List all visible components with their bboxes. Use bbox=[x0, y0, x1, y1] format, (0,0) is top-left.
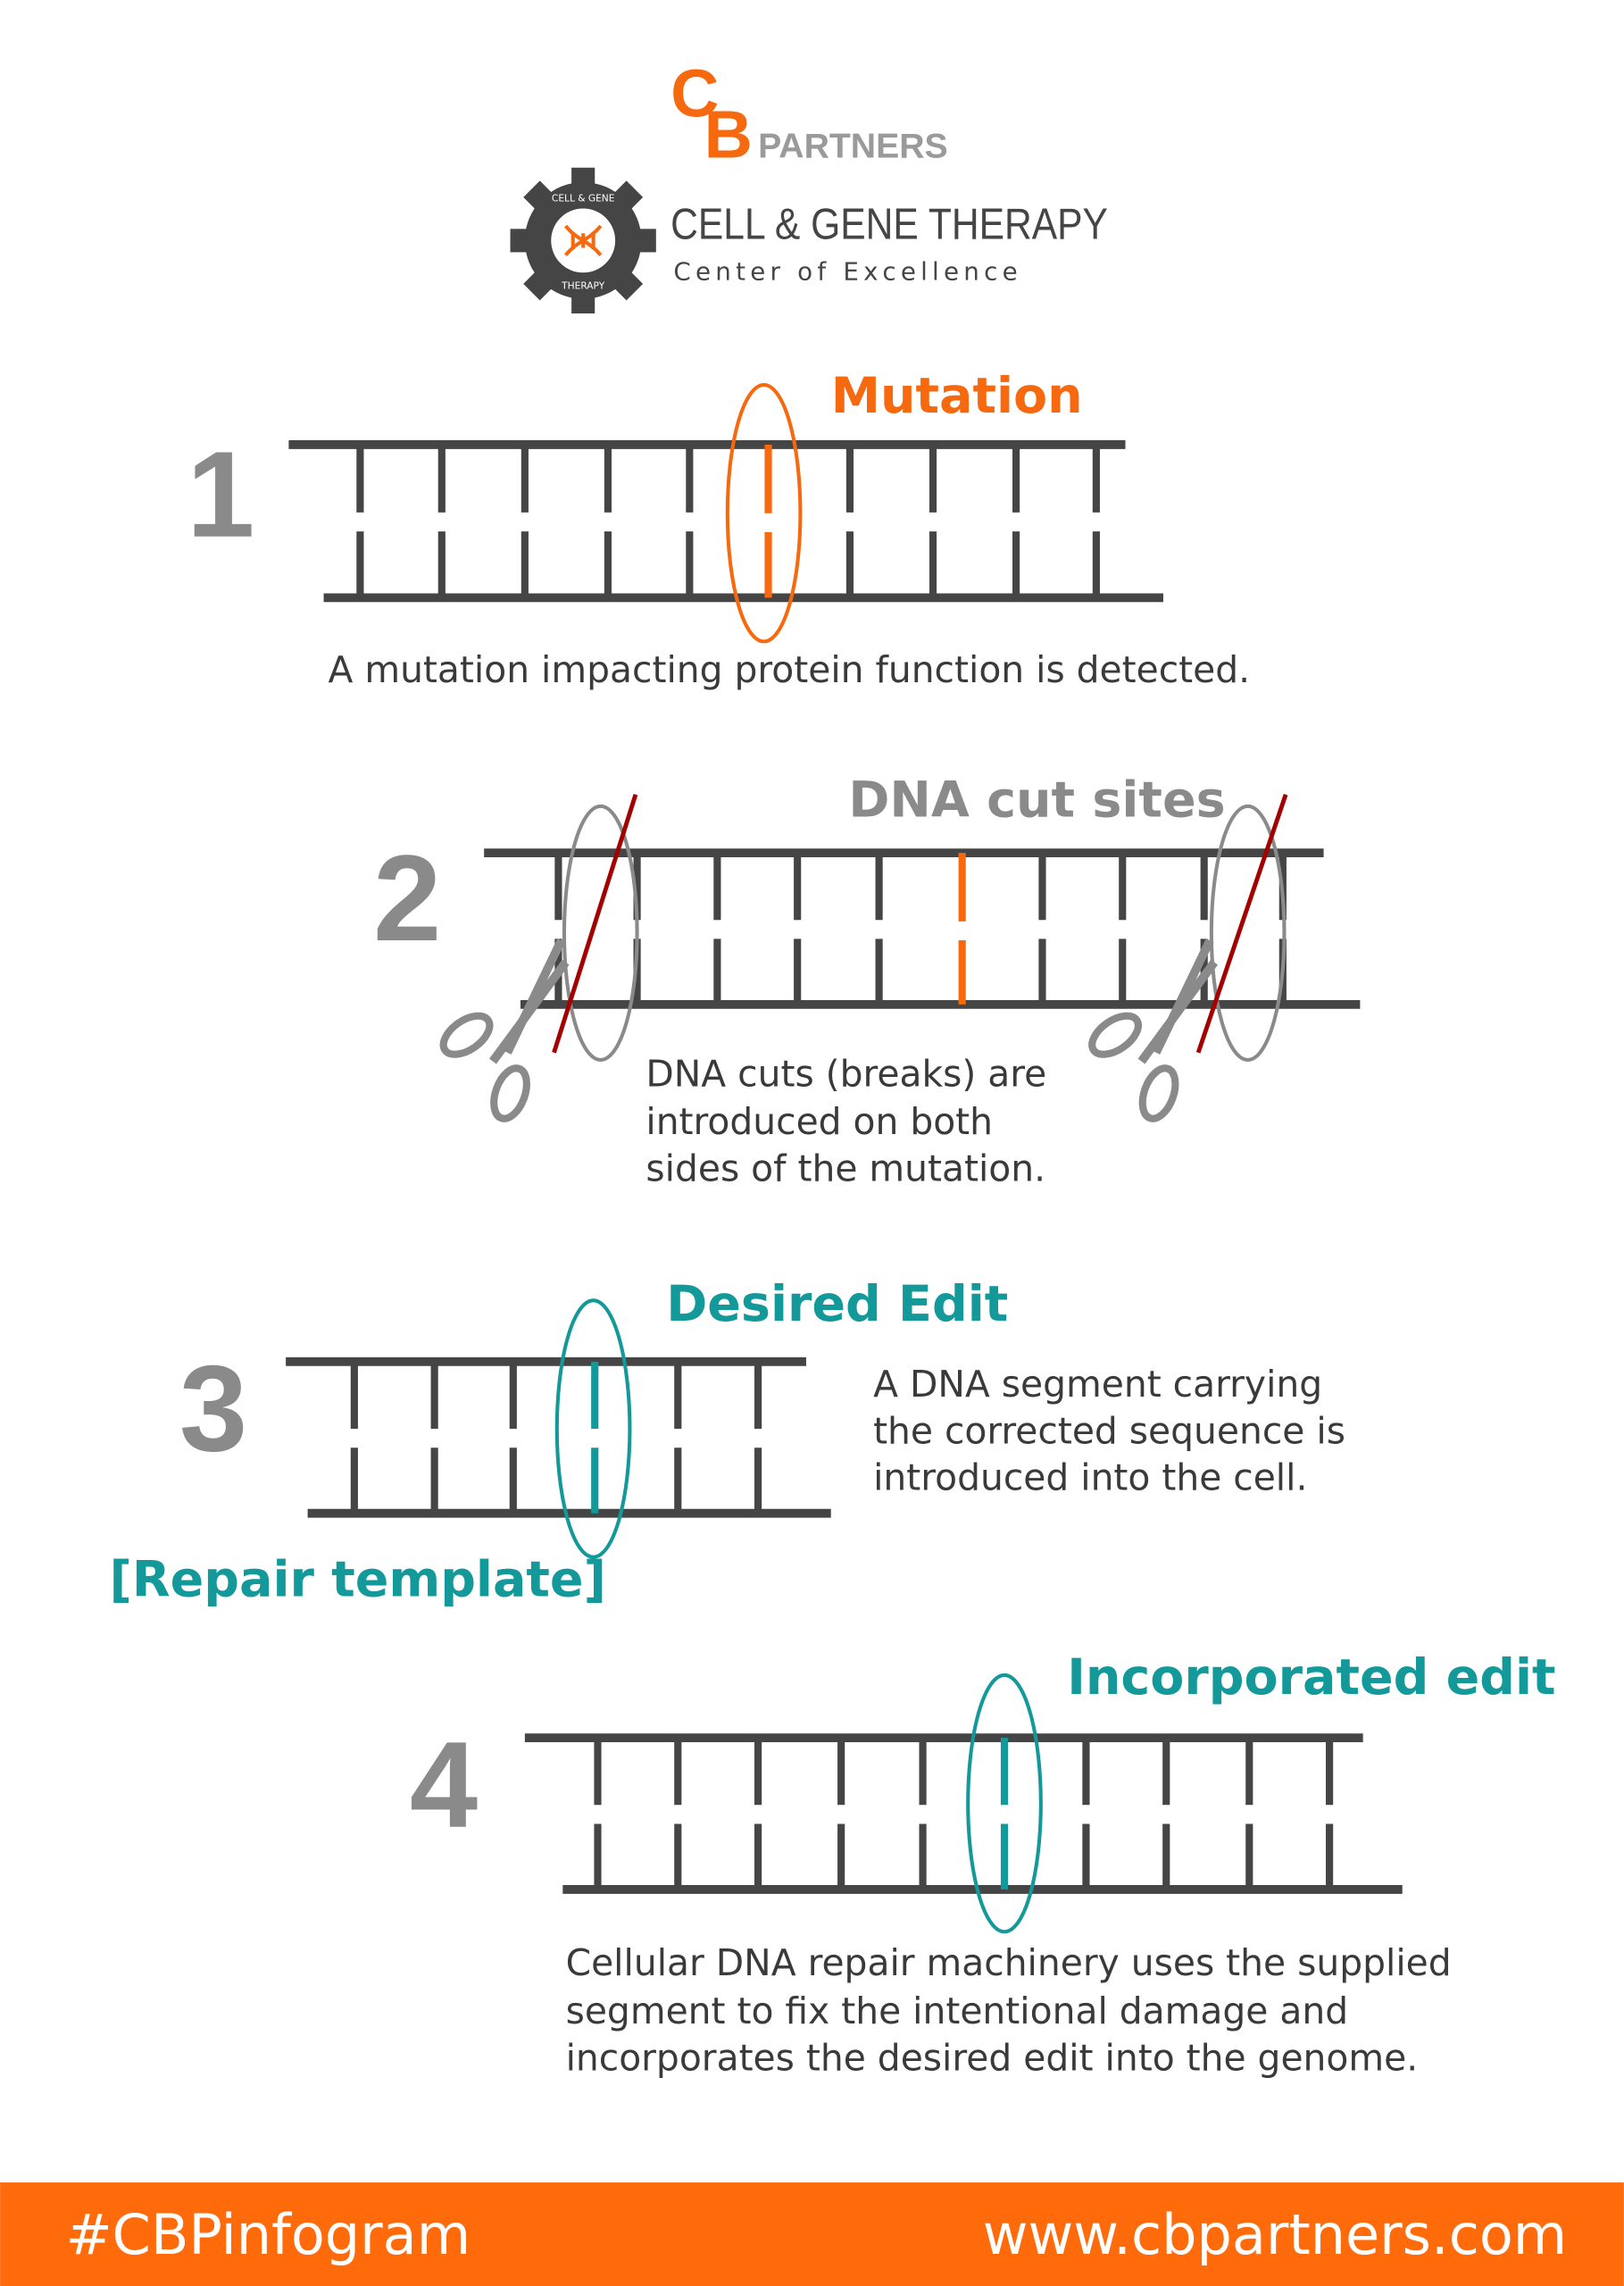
step-label: Mutation bbox=[831, 367, 1083, 425]
step-caption-line: segment to fix the intentional damage an… bbox=[566, 1990, 1349, 2032]
cut-line bbox=[552, 794, 638, 1054]
step-caption-line: sides of the mutation. bbox=[645, 1147, 1045, 1189]
step-caption-line: introduced into the cell. bbox=[873, 1456, 1307, 1499]
logo-letter-c: C bbox=[670, 56, 719, 131]
gear-icon: CELL & GENE THERAPY bbox=[510, 167, 656, 314]
step-caption: A mutation impacting protein function is… bbox=[328, 648, 1250, 691]
step-caption-line: the corrected sequence is bbox=[873, 1409, 1345, 1452]
dna-icon bbox=[563, 224, 603, 257]
step-number: 4 bbox=[410, 1717, 478, 1854]
step-4: 4 Incorporated edit Cellular DNA repair … bbox=[410, 1648, 1556, 2079]
dna-ladder bbox=[484, 794, 1361, 1062]
footer-bar: #CBPinfogram www.cbpartners.com bbox=[0, 2182, 1624, 2286]
logo-letter-b: B bbox=[704, 96, 753, 171]
step-label: Desired Edit bbox=[666, 1275, 1008, 1333]
step-1: 1 Mutation A mutation impacting protein … bbox=[187, 367, 1250, 691]
gear-text-bottom: THERAPY bbox=[561, 279, 605, 291]
mutation-highlight-ellipse bbox=[725, 382, 803, 644]
step-number: 3 bbox=[179, 1340, 247, 1477]
cut-site-ellipse bbox=[1209, 804, 1287, 1062]
footer-website-link[interactable]: www.cbpartners.com bbox=[983, 2202, 1567, 2267]
step-caption-line: introduced on both bbox=[645, 1100, 993, 1143]
cb-partners-logo: C B PARTNERS bbox=[670, 56, 948, 172]
logo-title: CELL & GENE THERAPY bbox=[670, 201, 1108, 249]
footer-hashtag: #CBPinfogram bbox=[66, 2202, 471, 2267]
step-caption-line: A DNA segment carrying bbox=[873, 1363, 1322, 1406]
step-label: Incorporated edit bbox=[1067, 1648, 1555, 1706]
edit-highlight-ellipse bbox=[966, 1673, 1043, 1934]
step-label: DNA cut sites bbox=[848, 771, 1225, 829]
edit-highlight-ellipse bbox=[554, 1298, 632, 1559]
cut-line bbox=[1195, 794, 1288, 1054]
repair-template-label: [Repair template] bbox=[110, 1551, 606, 1609]
cut-site-ellipse bbox=[562, 804, 639, 1062]
step-number: 2 bbox=[373, 830, 441, 967]
logo-subtitle: Center of Excellence bbox=[673, 256, 1022, 286]
dna-ladder bbox=[288, 382, 1163, 644]
step-caption-line: Cellular DNA repair machinery uses the s… bbox=[566, 1941, 1452, 1984]
step-number: 1 bbox=[187, 427, 254, 563]
step-caption-line: DNA cuts (breaks) are bbox=[645, 1052, 1046, 1095]
step-2: 2 DNA cut sites DNA cuts (b bbox=[373, 771, 1361, 1189]
dna-ladder bbox=[524, 1673, 1403, 1934]
step-caption-line: incorporates the desired edit into the g… bbox=[566, 2036, 1419, 2079]
scissors-icon bbox=[439, 938, 1219, 1122]
logo-partners: PARTNERS bbox=[758, 127, 948, 165]
dna-ladder bbox=[286, 1298, 831, 1559]
gear-text-top: CELL & GENE bbox=[552, 192, 615, 204]
step-3: 3 Desired Edit [Repair template] A DNA s… bbox=[110, 1275, 1345, 1609]
